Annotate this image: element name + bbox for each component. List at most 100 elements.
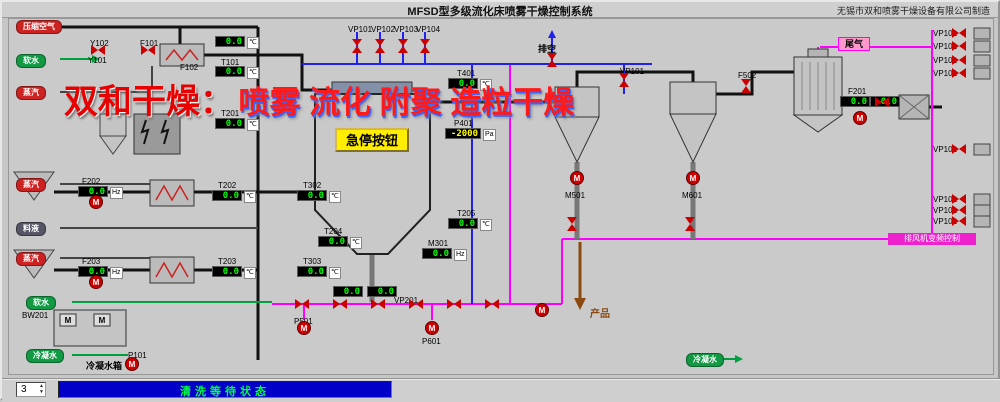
- value-display: 0.0: [297, 190, 327, 201]
- pipe-label-pill: 蒸汽: [16, 252, 46, 266]
- value-display: 0.0: [215, 66, 245, 77]
- valve-icon[interactable]: [952, 28, 966, 38]
- unit-chip: Hz: [110, 187, 123, 199]
- tag-label: VP101: [933, 69, 958, 78]
- tag-label: Y101: [88, 56, 107, 65]
- tag-label: VP201: [394, 296, 419, 305]
- unit-chip: Hz: [454, 249, 467, 261]
- emergency-stop-button[interactable]: 急停按钮: [335, 128, 409, 152]
- valve-icon[interactable]: [685, 217, 695, 231]
- tag-label: F102: [180, 63, 199, 72]
- spinner-down-icon[interactable]: ▼: [39, 389, 44, 395]
- valve-icon[interactable]: [352, 39, 362, 53]
- tag-label: VP103: [394, 25, 419, 34]
- tag-label: M501: [565, 191, 586, 200]
- value-display: 0.0: [333, 286, 363, 297]
- valve-icon[interactable]: [952, 41, 966, 51]
- valve-icon[interactable]: [295, 299, 309, 309]
- unit-chip: ℃: [244, 267, 256, 279]
- exhaust-fan-label: 排风机变频控制: [888, 233, 976, 245]
- pump-icon[interactable]: M: [686, 171, 700, 185]
- tag-label: T401: [457, 69, 476, 78]
- valve-icon[interactable]: [741, 79, 751, 93]
- value-display: 0.0: [215, 118, 245, 129]
- tag-label: T201: [221, 109, 240, 118]
- pipe-label-pill: 冷凝水: [26, 349, 64, 363]
- unit-chip: Hz: [110, 267, 123, 279]
- unit-chip: ℃: [247, 67, 259, 79]
- valve-icon[interactable]: [567, 217, 577, 231]
- pump-icon[interactable]: M: [89, 195, 103, 209]
- valve-icon[interactable]: [141, 45, 155, 55]
- valve-icon[interactable]: [398, 39, 408, 53]
- valve-icon[interactable]: [952, 55, 966, 65]
- value-display: 0.0: [367, 286, 397, 297]
- title-bar: MFSD型多级流化床喷雾干燥控制系统 无锡市双和喷雾干燥设备有限公司制造: [2, 2, 998, 18]
- value-display: 0.0: [212, 190, 242, 201]
- pump-icon[interactable]: M: [570, 171, 584, 185]
- tag-label: T202: [218, 181, 237, 190]
- valve-icon[interactable]: [375, 39, 385, 53]
- valve-icon[interactable]: [875, 97, 889, 107]
- unit-chip: ℃: [247, 119, 259, 131]
- pump-icon[interactable]: M: [125, 357, 139, 371]
- unit-chip: ℃: [244, 191, 256, 203]
- tag-label: VP104: [416, 25, 441, 34]
- valve-icon[interactable]: [91, 45, 105, 55]
- valve-icon[interactable]: [420, 39, 430, 53]
- pump-icon[interactable]: M: [535, 303, 549, 317]
- tag-label: T303: [303, 257, 322, 266]
- tag-label: T204: [324, 227, 343, 236]
- pump-icon[interactable]: M: [853, 111, 867, 125]
- pipe-label-pill: 冷凝水: [686, 353, 724, 367]
- pump-icon[interactable]: M: [89, 275, 103, 289]
- pump-icon[interactable]: M: [425, 321, 439, 335]
- unit-chip: ℃: [329, 191, 341, 203]
- valve-icon[interactable]: [333, 299, 347, 309]
- tag-label: VP101: [933, 29, 958, 38]
- valve-icon[interactable]: [547, 53, 557, 67]
- valve-icon[interactable]: [447, 299, 461, 309]
- status-bar: 清洗等待状态: [58, 381, 392, 398]
- pump-icon[interactable]: M: [297, 321, 311, 335]
- value-display: 0.0: [422, 248, 452, 259]
- valve-icon[interactable]: [952, 205, 966, 215]
- tag-label: P401: [454, 119, 473, 128]
- tag-label: VP101: [933, 195, 958, 204]
- value-display: -2000: [445, 128, 481, 139]
- tag-label: VP101: [933, 56, 958, 65]
- tag-label: BW201: [22, 311, 49, 320]
- spinner-arrows[interactable]: ▲ ▼: [39, 383, 44, 395]
- counter-value: 3: [21, 384, 27, 395]
- valve-icon[interactable]: [952, 216, 966, 226]
- value-display: 0.0: [215, 36, 245, 47]
- page-title: MFSD型多级流化床喷雾干燥控制系统: [407, 6, 593, 18]
- tag-label: F101: [140, 39, 159, 48]
- tag-label: VP101: [933, 42, 958, 51]
- unit-chip: ℃: [480, 79, 492, 91]
- tag-label: VP101: [348, 25, 373, 34]
- vent-label: 排空: [538, 44, 557, 54]
- pipe-label-pill: 料液: [16, 222, 46, 236]
- tag-label: F201: [848, 87, 867, 96]
- value-display: 0.0: [318, 236, 348, 247]
- valve-icon[interactable]: [952, 194, 966, 204]
- tag-label: VP101: [933, 206, 958, 215]
- spinner-up-icon[interactable]: ▲: [39, 383, 44, 389]
- condensate-tank-label: 冷凝水箱: [86, 361, 123, 371]
- valve-icon[interactable]: [485, 299, 499, 309]
- valve-icon[interactable]: [371, 299, 385, 309]
- tailgas-label: 尾气: [838, 37, 870, 51]
- valve-icon[interactable]: [619, 73, 629, 87]
- valve-icon[interactable]: [952, 144, 966, 154]
- tag-label: M601: [682, 191, 703, 200]
- tag-label: F202: [82, 177, 101, 186]
- cycle-counter[interactable]: 3 ▲ ▼: [16, 382, 46, 397]
- value-display: 0.0: [448, 218, 478, 229]
- tag-label: VP102: [371, 25, 396, 34]
- value-display: 0.0: [448, 78, 478, 89]
- tag-label: F203: [82, 257, 101, 266]
- valve-icon[interactable]: [952, 68, 966, 78]
- valve-icon[interactable]: [409, 299, 423, 309]
